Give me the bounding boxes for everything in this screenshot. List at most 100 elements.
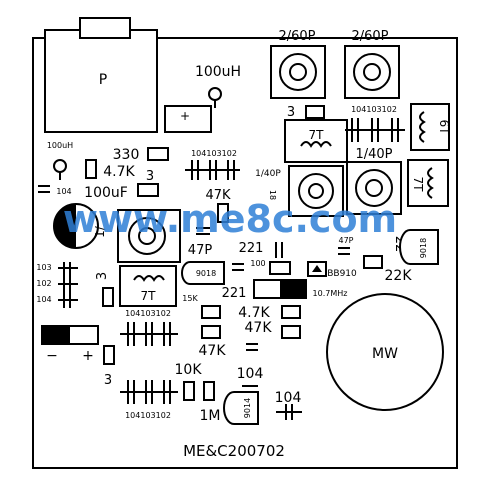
label-1-40p-big: 1/40P [355,147,392,162]
label-15k: 15K [182,294,198,303]
caps-mid [185,160,240,180]
svg-text:7T: 7T [411,177,425,193]
label-104103102-low: 104103102 [125,309,171,318]
varactor-bb910 [307,261,327,277]
svg-text:9018: 9018 [196,269,216,278]
inductor-100uh-top [208,87,222,101]
resistor-3-vert [102,287,114,307]
label-100-small: 100 [250,259,265,268]
label-100uf: 100uF [84,185,128,201]
label-47p-a: 47P [188,243,213,258]
label-47p-b: 47P [338,236,353,245]
label-1m: 1M [200,408,221,424]
label-10-7mhz: 10.7MHz [313,289,348,298]
label-104103102-mid: 104103102 [191,149,237,158]
label-104103102-top: 104103102 [351,105,397,114]
trimmer-1-40p-b [346,161,402,215]
label-3-low: 3 [104,373,112,388]
label-10k: 10K [175,362,203,378]
label-4-7k-b: 4.7K [238,305,270,321]
transistor-9018-mid: 9018 [181,261,225,285]
label-47k-top: 47K [205,188,231,203]
svg-text:9014: 9014 [243,398,252,418]
svg-text:+: + [180,109,190,123]
resistor-b [201,325,221,339]
transistor-9018-right: 9018 [399,229,439,265]
caps-top-right [345,118,405,142]
pot-p: P [44,17,158,133]
label-minus: − [46,348,58,364]
power-switch [41,325,99,345]
label-18-a: 18 [268,190,277,200]
mw-antenna-coil [326,293,444,411]
label-47k-c: 47K [199,343,227,359]
footer-label: ME&C200702 [183,442,285,460]
resistor-d [281,325,301,339]
label-3-vert: 3 [95,272,110,280]
label-3-mid: 3 [146,169,154,184]
resistor-c [281,305,301,319]
label-104-low2: 104 [275,390,302,406]
label-4-7k-a: 4.7K [103,164,135,180]
label-104-left: 104 [56,187,71,196]
resistor-22k [363,255,383,269]
trimmer-2-60p-a [270,45,326,99]
coil-7t-mid: 7T [119,265,177,307]
label-1-left: 1/ [93,225,107,238]
label-2-60p-b: 2/60P [351,29,388,44]
label-330: 330 [113,147,140,163]
inductor-100uh-left [53,159,67,173]
resistor-near-100uf [137,183,159,197]
capacitor-electrolytic [53,203,99,249]
label-plus: + [82,348,94,364]
label-104-l2: 104 [36,295,51,304]
resistor-4-7k-a [85,159,97,179]
resistor-10k-b [203,381,215,401]
cap-104-left [38,185,50,193]
label-bb910: BB910 [327,269,357,279]
svg-text:9018: 9018 [419,238,428,258]
label-3-top: 3 [287,105,295,120]
label-102: 102 [36,279,51,288]
caps-left-stack [58,262,78,308]
cap-near-100 [232,263,244,271]
label-1-40p-small: 1/40P [255,169,281,179]
transistor-9014: 9014 [223,391,259,425]
resistor-100 [269,261,291,275]
coil-7t-right: 7T [407,159,449,207]
cap-47p [196,227,210,235]
trimmer-2-60p-b [344,45,400,99]
trimmer-left [117,209,181,263]
label-mw: MW [372,346,398,362]
label-103: 103 [36,263,51,272]
cap-47p-right [338,247,350,255]
label-104-low: 104 [237,366,264,382]
caps-low [120,322,178,346]
battery-plus-box [164,105,212,133]
label-221-b: 221 [222,286,247,301]
resistor-330 [147,147,169,161]
resistor-47k-top [217,203,229,223]
label-22k: 22K [385,268,413,284]
coil-6t: 6T [410,103,451,151]
resistor-3-top [305,105,325,119]
label-47k-b: 47K [245,320,273,336]
resistor-a [201,305,221,319]
caps-bottom [120,380,178,404]
watermark: www.me8c.com [63,197,397,241]
label-221-a: 221 [239,241,264,256]
coil-7t-top: 7T [284,119,348,163]
svg-text:6T: 6T [437,120,451,136]
svg-text:7T: 7T [309,128,325,142]
label-2-60p-a: 2/60P [278,29,315,44]
cap-104-low2 [276,404,302,420]
filter-10-7mhz [253,279,307,299]
svg-text:7T: 7T [141,289,157,303]
trimmer-1-40p-a [288,165,344,217]
resistor-3-low [103,345,115,365]
pot-p-label: P [99,72,107,88]
cap-221-a [275,242,283,258]
label-104103102-bottom: 104103102 [125,411,171,420]
label-100uh-left: 100uH [47,141,73,150]
